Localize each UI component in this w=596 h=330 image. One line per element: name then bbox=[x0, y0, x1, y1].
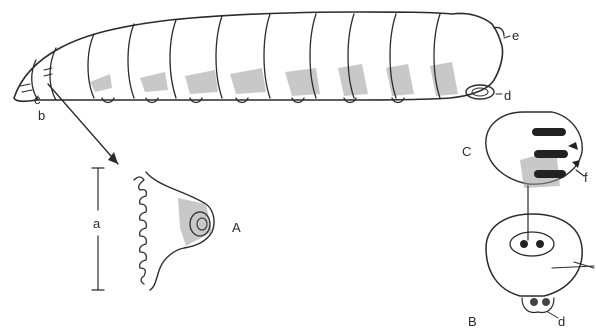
label-e: e bbox=[512, 28, 519, 43]
pointer-arrow bbox=[48, 84, 118, 164]
crochet-band bbox=[534, 150, 568, 158]
label-b: b bbox=[38, 108, 45, 123]
label-B: B bbox=[468, 314, 477, 329]
label-d-B: d bbox=[558, 314, 565, 329]
label-f: f bbox=[584, 170, 588, 185]
detail-a-proleg bbox=[134, 172, 214, 290]
crochet-band bbox=[534, 170, 566, 178]
label-A: A bbox=[232, 220, 241, 235]
larva-body bbox=[14, 12, 504, 103]
label-d-larva: d bbox=[504, 88, 511, 103]
label-c: c bbox=[34, 92, 41, 107]
label-a: a bbox=[93, 216, 101, 231]
detail-b bbox=[486, 214, 594, 312]
label-C: C bbox=[462, 144, 471, 159]
crochet-band bbox=[532, 128, 566, 136]
detail-c bbox=[486, 112, 584, 188]
